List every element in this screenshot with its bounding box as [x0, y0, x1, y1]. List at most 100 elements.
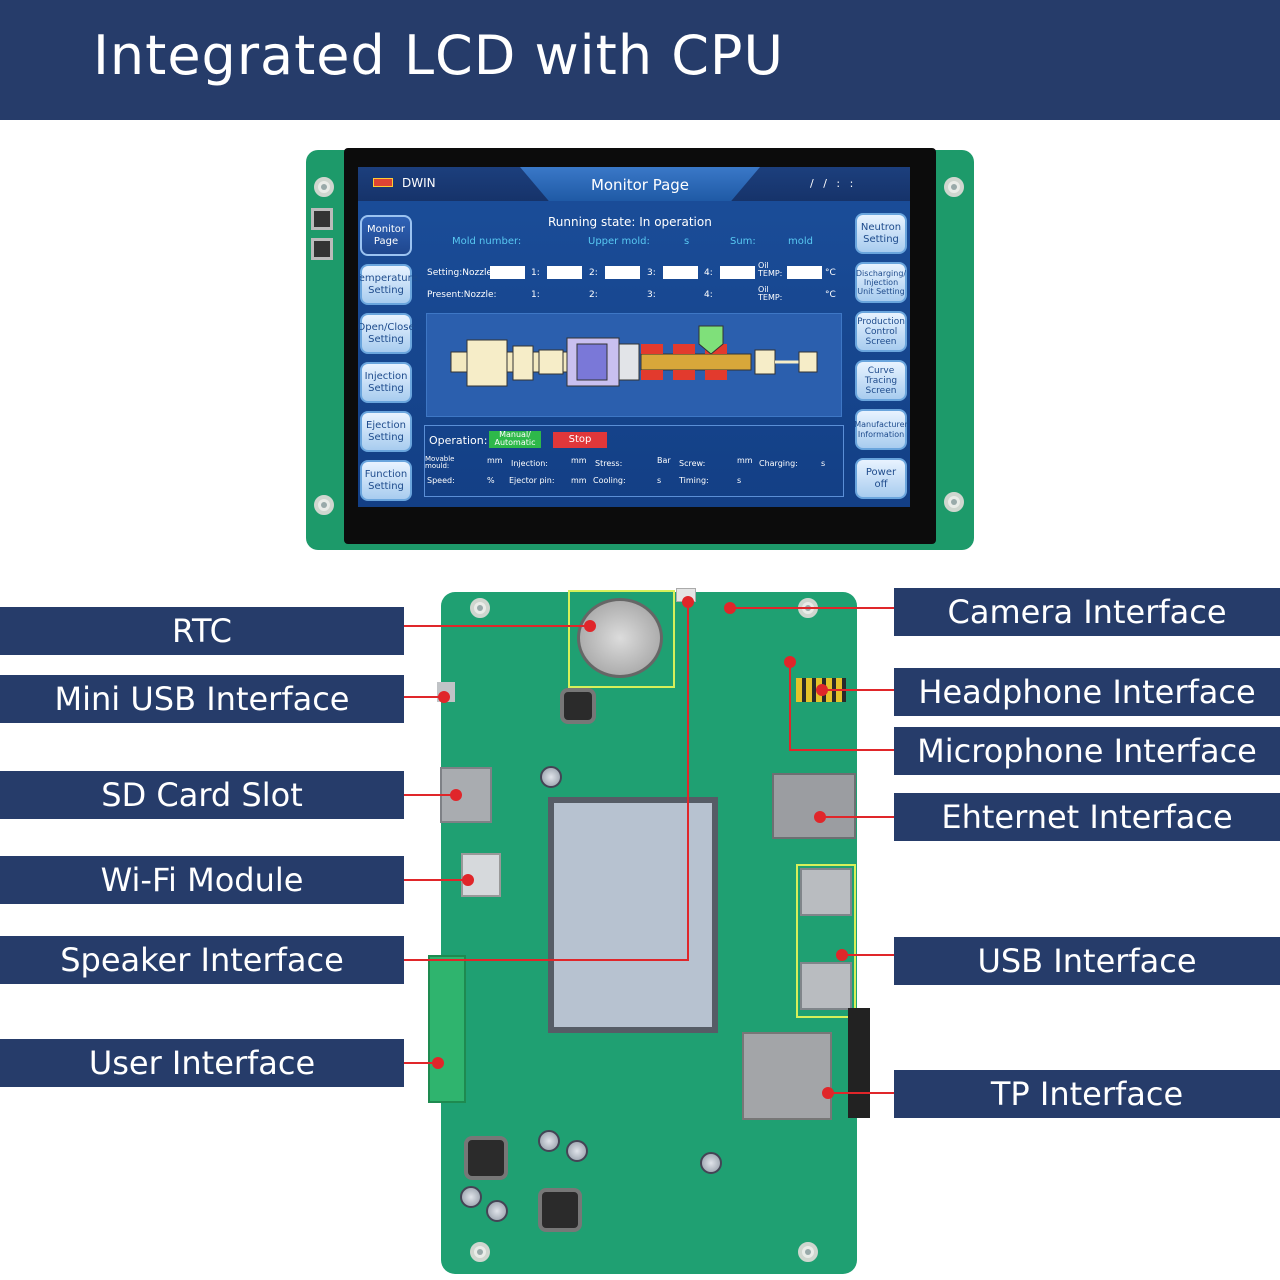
headphone-jack — [796, 678, 846, 702]
lcd-manual-automatic-button[interactable]: Manual/ Automatic — [489, 431, 541, 448]
capacitor — [566, 1140, 588, 1162]
capacitor — [540, 766, 562, 788]
page-title: Integrated LCD with CPU — [93, 24, 785, 87]
lcd-zone-label: 3: — [647, 290, 656, 300]
callout-tp: TP Interface — [894, 1070, 1280, 1118]
lcd-running-state: Running state: In operation — [548, 215, 712, 229]
inductor — [538, 1188, 582, 1232]
lcd-upper-mold-unit: s — [684, 236, 690, 247]
lcd-zone-label: 3: — [647, 268, 656, 278]
tp-connector — [742, 1032, 832, 1120]
lcd-status-unit: mm — [487, 456, 503, 465]
lcd-status-unit: s — [657, 476, 662, 485]
mini-usb-port — [437, 682, 455, 702]
tact-switch — [311, 208, 333, 230]
mounting-hole — [314, 495, 334, 515]
lcd-deg-c: °C — [825, 268, 836, 278]
lcd-status-unit: % — [487, 476, 495, 485]
lcd-operation-panel: Operation: Manual/ Automatic Stop Movabl… — [424, 425, 844, 497]
lcd-setting-oil-field[interactable] — [787, 266, 822, 279]
capacitor — [486, 1200, 508, 1222]
lcd-status-label: Injection: — [511, 459, 548, 468]
tp-ribbon-cable — [848, 1008, 870, 1118]
usb-highlight-box — [796, 864, 856, 1018]
lcd-status-label: Movable mould: — [425, 455, 455, 470]
usb-port — [800, 962, 852, 1010]
lcd-button-manufacturer-info[interactable]: Manufacturer Information — [854, 409, 908, 450]
user-terminal-block — [428, 955, 466, 1103]
lcd-setting-label: Setting:Nozzle: — [427, 268, 496, 278]
callout-microphone: Microphone Interface — [894, 727, 1280, 775]
lcd-button-discharging-injection[interactable]: Discharging/ Injection Unit Setting — [855, 262, 907, 303]
lcd-setting-zone-field[interactable] — [547, 266, 582, 279]
lcd-sum-unit: mold — [788, 236, 813, 247]
lcd-stop-button[interactable]: Stop — [553, 432, 607, 448]
mounting-hole — [314, 177, 334, 197]
lcd-setting-zone-field[interactable] — [720, 266, 755, 279]
callout-ethernet: Ehternet Interface — [894, 793, 1280, 841]
lcd-setting-zone-field[interactable] — [663, 266, 698, 279]
lcd-zone-label: 2: — [589, 290, 598, 300]
rtc-highlight-box — [568, 590, 675, 688]
lcd-button-neutron-setting[interactable]: Neutron Setting — [855, 213, 907, 254]
cpu-shield — [548, 797, 718, 1033]
usb-port — [800, 868, 852, 916]
lcd-deg-c: °C — [825, 290, 836, 300]
lcd-setting-nozzle-field[interactable] — [490, 266, 525, 279]
lcd-button-injection-setting[interactable]: Injection Setting — [360, 362, 412, 403]
capacitor — [700, 1152, 722, 1174]
lcd-status-unit: s — [737, 476, 742, 485]
callout-headphone: Headphone Interface — [894, 668, 1280, 716]
lcd-button-open-close-setting[interactable]: Open/Close Setting — [358, 313, 415, 354]
capacitor — [460, 1186, 482, 1208]
inductor — [560, 688, 596, 724]
lcd-zone-label: 1: — [531, 268, 540, 278]
lcd-button-production-control[interactable]: Production Control Screen — [855, 311, 907, 352]
capacitor — [538, 1130, 560, 1152]
callout-rtc: RTC — [0, 607, 404, 655]
mounting-hole — [470, 598, 490, 618]
lcd-status-unit: mm — [571, 476, 587, 485]
callout-wifi: Wi-Fi Module — [0, 856, 404, 904]
injection-machine-icon — [450, 325, 818, 387]
lcd-mold-number: Mold number: — [452, 236, 522, 247]
mounting-hole — [470, 1242, 490, 1262]
title-banner: Integrated LCD with CPU — [0, 0, 1280, 120]
lcd-oil-temp-label: Oil TEMP: — [758, 285, 783, 302]
lcd-status-unit: s — [821, 459, 826, 468]
lcd-zone-label: 2: — [589, 268, 598, 278]
lcd-button-curve-tracing[interactable]: Curve Tracing Screen — [855, 360, 907, 401]
lcd-status-unit: mm — [737, 456, 753, 465]
lcd-zone-label: 4: — [704, 268, 713, 278]
lcd-status-unit: Bar — [657, 456, 671, 465]
lcd-button-ejection-setting[interactable]: Ejection Setting — [360, 411, 412, 452]
lcd-setting-zone-field[interactable] — [605, 266, 640, 279]
lcd-upper-mold: Upper mold: — [588, 236, 650, 247]
callout-mini-usb: Mini USB Interface — [0, 675, 404, 723]
lcd-status-label: Timing: — [679, 476, 709, 485]
ethernet-transformer — [772, 773, 856, 839]
sd-card-slot — [440, 767, 492, 823]
mounting-hole — [944, 492, 964, 512]
lcd-button-monitor-page[interactable]: Monitor Page — [360, 215, 412, 256]
lcd-status-label: Cooling: — [593, 476, 626, 485]
lcd-brand: DWIN — [402, 176, 436, 190]
callout-usb: USB Interface — [894, 937, 1280, 985]
lcd-present-label: Present:Nozzle: — [427, 290, 497, 300]
dwin-logo-icon — [373, 178, 393, 187]
lcd-status-unit: mm — [571, 456, 587, 465]
callout-sd-card: SD Card Slot — [0, 771, 404, 819]
lcd-clock: / / : : — [810, 177, 854, 190]
callout-camera: Camera Interface — [894, 588, 1280, 636]
lcd-button-temperature-setting[interactable]: Temperature Setting — [358, 264, 418, 305]
lcd-button-power-off[interactable]: Power off — [855, 458, 907, 499]
inductor — [464, 1136, 508, 1180]
tact-switch — [311, 238, 333, 260]
wifi-module — [461, 853, 501, 897]
lcd-page-title: Monitor Page — [590, 176, 690, 194]
callout-speaker: Speaker Interface — [0, 936, 404, 984]
mounting-hole — [798, 598, 818, 618]
lcd-title-tab — [520, 167, 760, 201]
lcd-button-function-setting[interactable]: Function Setting — [360, 460, 412, 501]
lcd-screen: DWIN Monitor Page / / : : Monitor Page T… — [358, 167, 910, 507]
